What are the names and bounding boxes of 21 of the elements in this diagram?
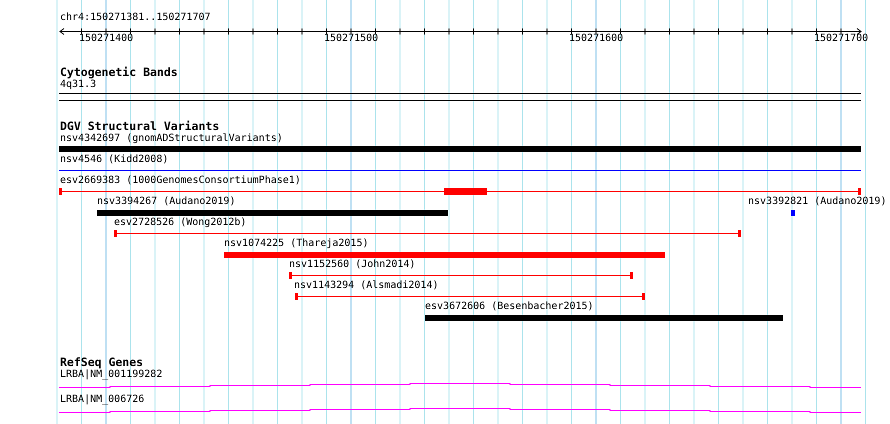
tick-label: 150271500 bbox=[324, 33, 378, 45]
tick-label: 150271600 bbox=[569, 33, 624, 45]
feature-label: nsv1152560 (John2014) bbox=[289, 259, 416, 271]
track-title: DGV Structural Variants bbox=[60, 120, 220, 132]
feature-label: esv2669383 (1000GenomesConsortiumPhase1) bbox=[60, 175, 301, 187]
band-label: 4q31.3 bbox=[60, 79, 96, 91]
feature-label: esv2728526 (Wong2012b) bbox=[114, 217, 246, 229]
feature-label: nsv1074225 (Thareja2015) bbox=[224, 238, 368, 250]
track-title: Cytogenetic Bands bbox=[60, 66, 178, 78]
feature-label: nsv4546 (Kidd2008) bbox=[60, 154, 168, 166]
tick-label: 150271700 bbox=[814, 33, 868, 45]
feature-label: nsv1143294 (Alsmadi2014) bbox=[294, 280, 438, 292]
coordinate-label: chr4:150271381..150271707 bbox=[60, 12, 211, 24]
tick-label: 150271400 bbox=[79, 33, 134, 45]
gene-label: LRBA|NM_006726 bbox=[60, 394, 144, 406]
feature-label: nsv4342697 (gnomADStructuralVariants) bbox=[60, 133, 283, 145]
feature-label: nsv3392821 (Audano2019) bbox=[748, 196, 886, 208]
feature-label: nsv3394267 (Audano2019) bbox=[97, 196, 236, 208]
feature-label: esv3672606 (Besenbacher2015) bbox=[425, 301, 594, 313]
gene-label: LRBA|NM_001199282 bbox=[60, 369, 162, 381]
track-title: RefSeq Genes bbox=[60, 356, 144, 368]
